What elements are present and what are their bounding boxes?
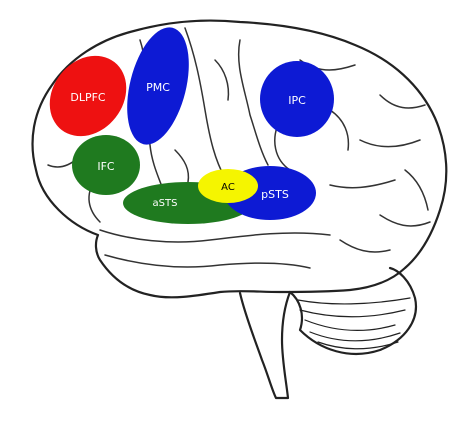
region-label-asts: aSTS [153,198,178,209]
region-ifc [72,135,140,195]
region-ac [198,169,258,203]
region-label-dlpfc: DLPFC [70,91,106,104]
regions: DLPFC PMC IPC IFC aSTS pSTS AC [49,27,334,224]
region-label-psts: pSTS [261,188,289,201]
region-dlpfc [49,55,127,137]
region-label-ifc: IFC [97,160,115,173]
region-label-ipc: IPC [288,94,306,107]
cerebellum-outline [288,266,418,355]
region-label-pmc: PMC [146,81,170,94]
region-label-ac: AC [221,182,235,193]
region-ipc [260,61,334,137]
brain-stem-outline [238,290,292,400]
region-pmc [127,27,189,145]
